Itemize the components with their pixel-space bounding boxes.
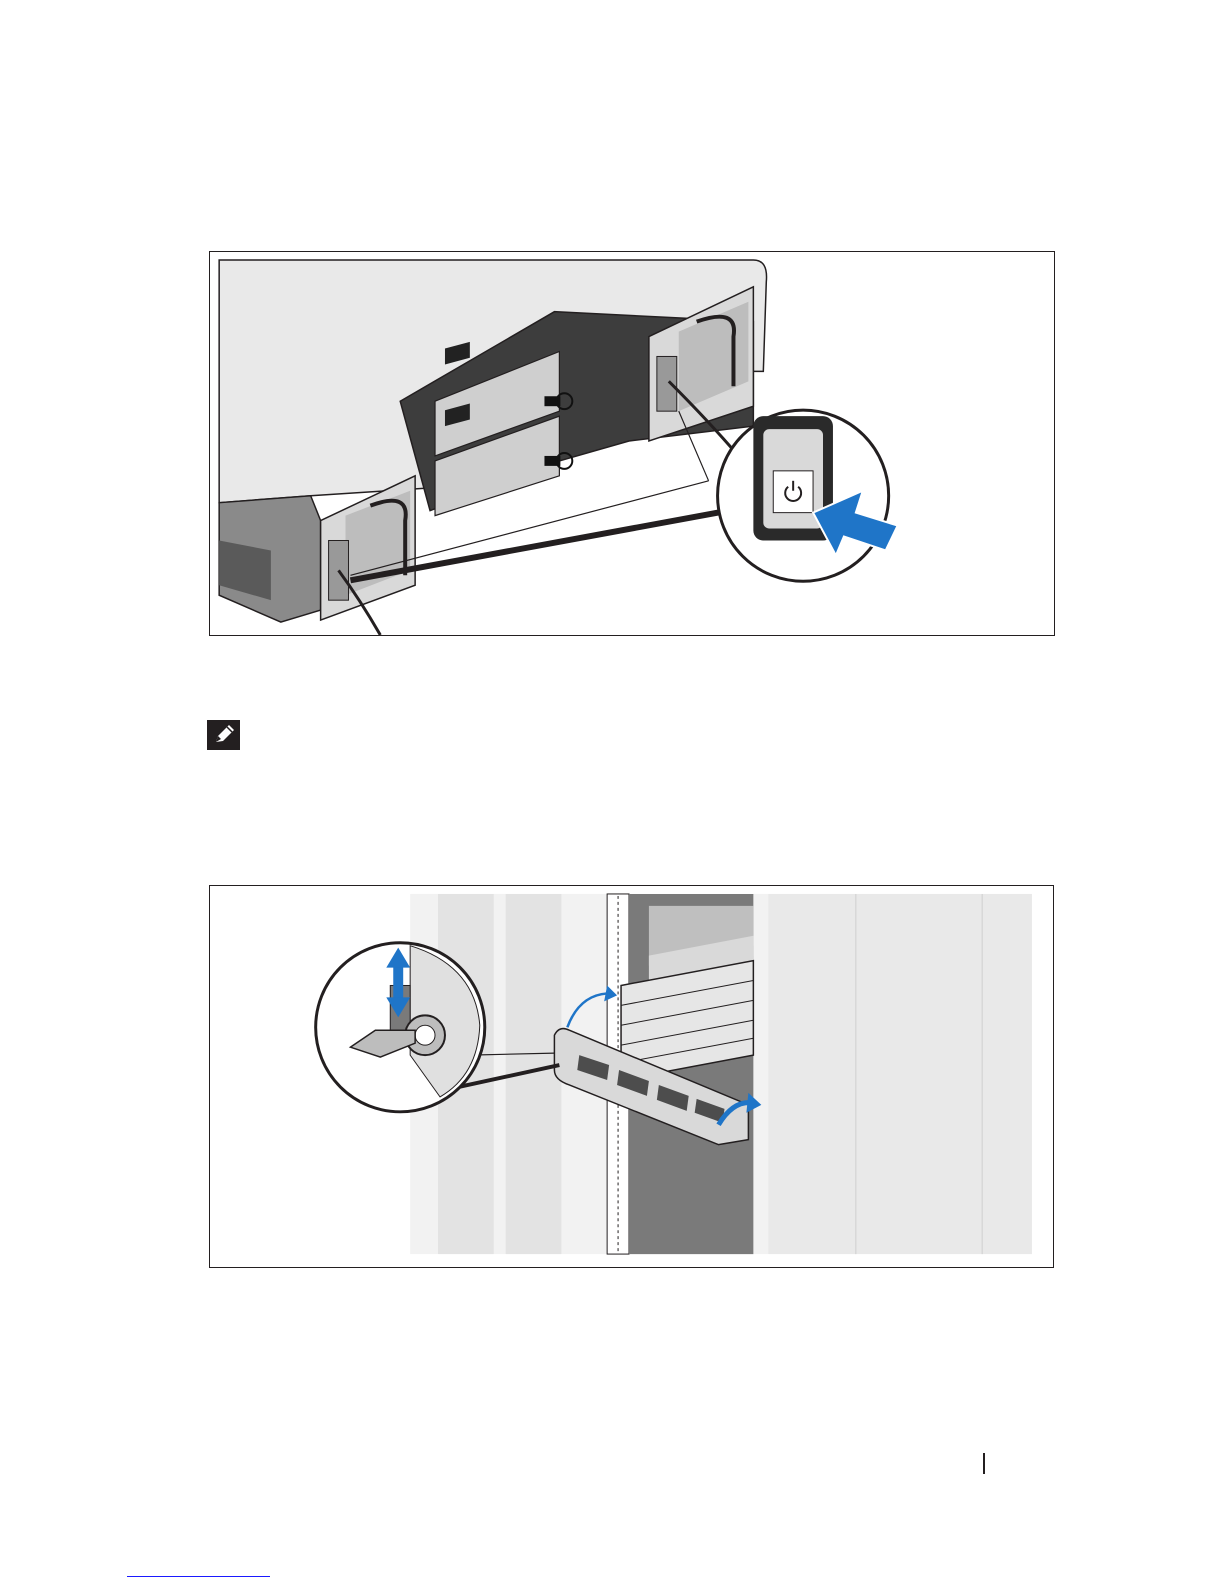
- rack-side-panel: [768, 894, 1032, 1254]
- power-supply-illustration: [210, 252, 1054, 635]
- footer-link-underline: [127, 1576, 270, 1577]
- key-lock-core: [415, 1025, 435, 1045]
- power-switch-figure: [209, 251, 1055, 636]
- left-psu-socket: [329, 540, 349, 600]
- note-pencil-icon: [207, 720, 240, 750]
- page-number-marker: [983, 1453, 985, 1474]
- switch-button: [773, 471, 813, 513]
- bezel-rack-illustration: [210, 886, 1053, 1267]
- right-psu-socket: [657, 356, 677, 411]
- bezel-install-figure: [209, 885, 1054, 1268]
